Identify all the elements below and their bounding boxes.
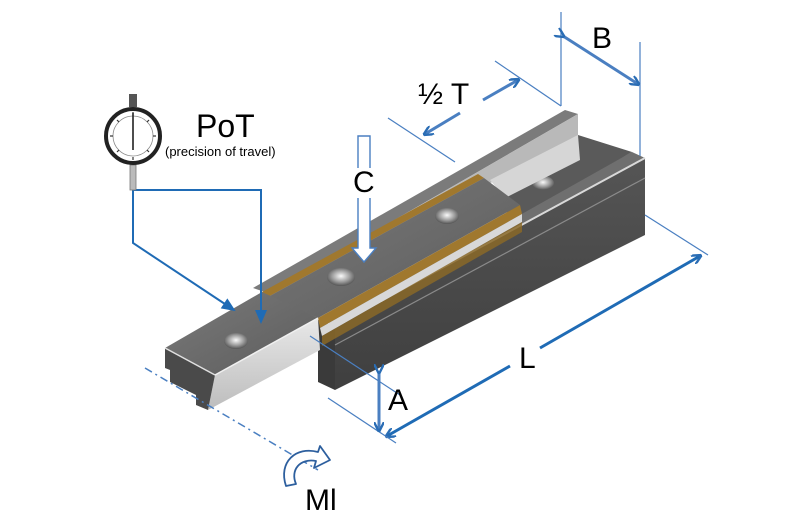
b-label: B: [592, 22, 613, 55]
pot-caption: (precision of travel): [165, 144, 276, 159]
l-dimension-line-lower: [387, 364, 511, 436]
curved-arrow-icon: [283, 445, 331, 487]
dial-gauge-icon: [104, 94, 162, 191]
inner-rail-edge-highlight-2: [214, 317, 319, 376]
inner-rail-side-light: [208, 318, 320, 410]
a-extension-bottom: [327, 397, 397, 444]
half-t-arrow-right: [482, 80, 518, 102]
mounting-hole-middle: [327, 268, 355, 286]
bearing-strip-front: [318, 205, 522, 328]
carriage-front-edge: [320, 214, 522, 336]
load-arrow-c: [350, 135, 378, 264]
inner-rail-end-face: [165, 348, 215, 410]
mounting-hole-front: [224, 333, 248, 349]
outer-rail-left-wall: [253, 110, 578, 293]
b-dimension-arrow: [563, 36, 638, 84]
mounting-hole-right: [435, 208, 459, 224]
moment-axis-line: [144, 367, 319, 471]
inner-rail-top-face: [165, 292, 318, 375]
bearing-strip-back: [262, 174, 484, 297]
half-t-extension-top: [494, 60, 562, 107]
ml-label: Ml: [305, 484, 337, 517]
moment-arrow-shape: [283, 445, 331, 487]
down-arrow-icon: [350, 135, 378, 264]
inner-rail-edge-highlight: [164, 347, 216, 376]
pot-leader-lines: [132, 189, 267, 324]
outer-rail-mid-highlight: [334, 177, 646, 346]
l-dimension-line-upper: [539, 256, 700, 350]
dial-gauge-stem-bottom: [129, 164, 137, 191]
half-t-label: ½ T: [418, 78, 470, 111]
dimension-lines: [144, 12, 709, 471]
carriage: [262, 174, 522, 346]
l-extension-front: [309, 335, 401, 396]
half-t-extension-bottom: [387, 117, 456, 163]
a-label: A: [388, 384, 409, 417]
inner-rail: [164, 292, 320, 410]
pot-leader-left: [132, 190, 236, 312]
c-label: C: [352, 166, 376, 199]
l-label: L: [519, 342, 536, 375]
dial-gauge-ticks: [110, 112, 156, 160]
outer-rail-inner-wall: [490, 135, 580, 198]
bearing-strip-lower: [322, 222, 522, 346]
outer-rail-front-face: [335, 158, 645, 390]
half-t-arrow-left: [425, 111, 461, 134]
dial-gauge-stem-top: [129, 94, 137, 107]
pot-label: PoT: [196, 108, 255, 144]
l-extension: [644, 214, 709, 256]
pot-leader-right: [133, 189, 267, 324]
